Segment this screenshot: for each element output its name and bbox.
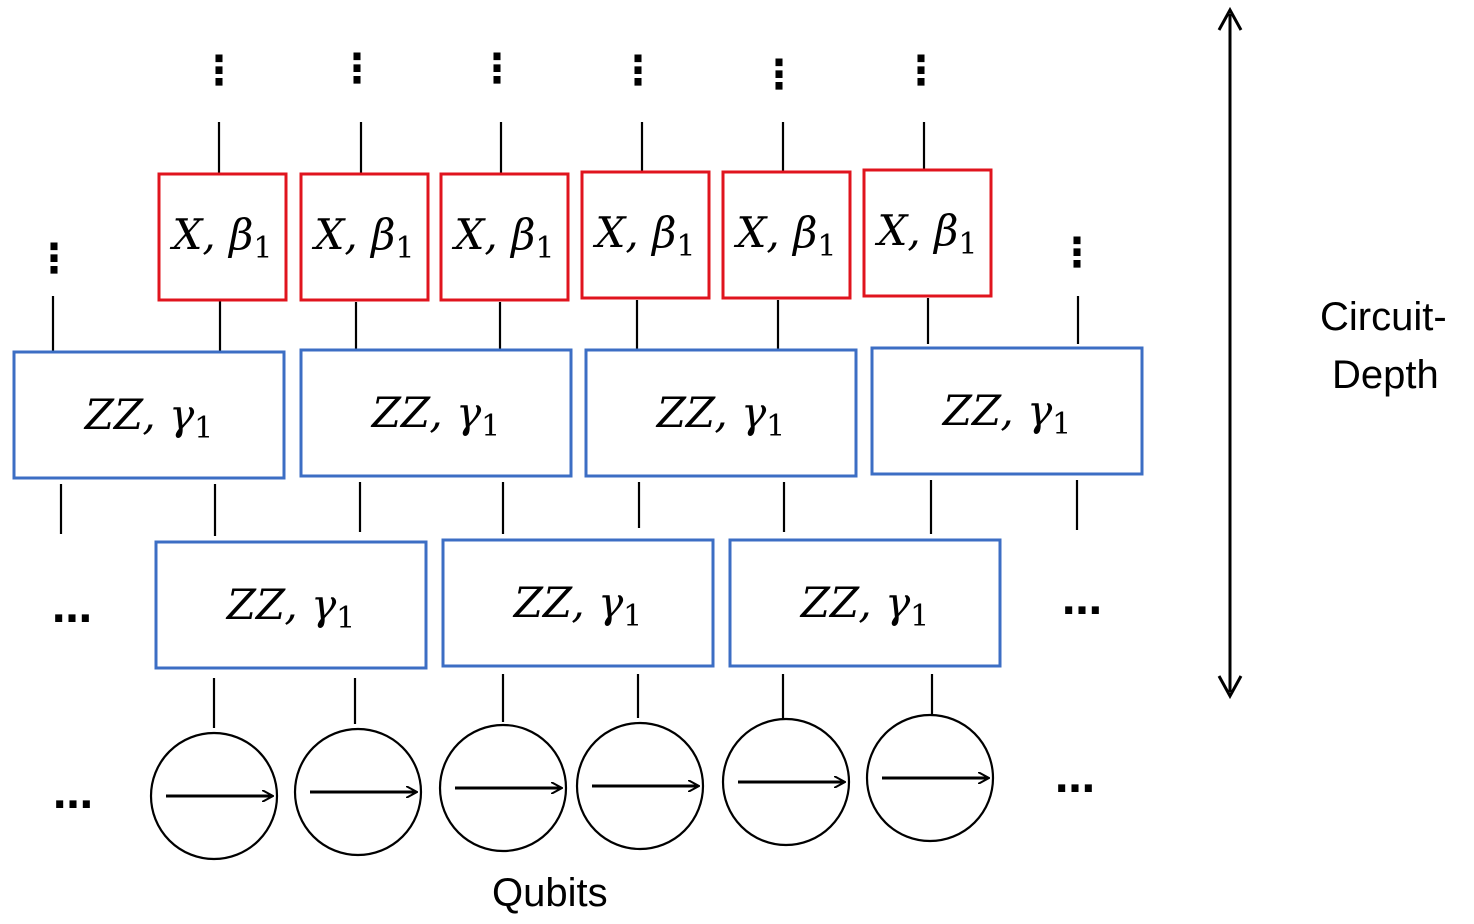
mixer-gate	[299, 172, 430, 302]
mixer-gate	[157, 172, 288, 302]
cost-gate-bottom	[441, 538, 715, 668]
cost-gate-top	[12, 350, 286, 480]
cost-gate-top	[584, 348, 858, 478]
mixer-gate-label: X, β1	[452, 210, 555, 266]
horizontal-ellipsis-qubits-right: …	[1055, 756, 1095, 802]
cost-gate-top-label: ZZ, γ1	[941, 386, 1072, 442]
mixer-gate	[580, 170, 711, 300]
depth-arrow-bottom-head	[1217, 675, 1243, 700]
cost-gate-top	[299, 348, 573, 478]
depth-label-line1: Circuit-	[1320, 295, 1447, 339]
vertical-ellipsis-right: ⋮	[1057, 230, 1097, 276]
vertical-ellipsis-top: ⋮	[199, 48, 239, 94]
cost-gate-bottom-label: ZZ, γ1	[799, 578, 930, 634]
mixer-layer: X, β1 X, β1 X, β1 X, β1 X, β1 X, β1	[157, 168, 993, 302]
qubits-label: Qubits	[492, 871, 608, 915]
vertical-ellipsis-top: ⋮	[477, 46, 517, 92]
horizontal-ellipsis-right: …	[1062, 578, 1102, 624]
cost-gate-bottom-label: ZZ, γ1	[512, 578, 643, 634]
mixer-gate-label: X, β1	[170, 210, 273, 266]
cost-gate-top	[870, 346, 1144, 476]
mixer-gate	[721, 170, 852, 300]
wire-lines	[51, 122, 1080, 728]
cost-gate-top-label: ZZ, γ1	[83, 390, 214, 446]
depth-label-line2: Depth	[1332, 353, 1439, 397]
cost-gate-top-label: ZZ, γ1	[655, 388, 786, 444]
qubit-row	[149, 713, 995, 861]
vertical-ellipsis-top: ⋮	[618, 48, 658, 94]
depth-arrow-top-head	[1217, 6, 1243, 31]
cost-gate-bottom	[728, 538, 1002, 668]
vertical-ellipsis-left: ⋮	[34, 236, 74, 282]
vertical-ellipsis-top: ⋮	[901, 48, 941, 94]
circuit-depth-axis: Circuit- Depth	[1217, 6, 1447, 700]
vertical-ellipsis-top: ⋮	[337, 46, 377, 92]
cost-gate-bottom-label: ZZ, γ1	[225, 580, 356, 636]
mixer-gate-label: X, β1	[312, 210, 415, 266]
cost-gate-bottom	[154, 540, 428, 670]
vertical-ellipsis-top: ⋮	[759, 52, 799, 98]
mixer-gate	[862, 168, 993, 298]
mixer-gate-label: X, β1	[734, 208, 837, 264]
mixer-gate-label: X, β1	[593, 208, 696, 264]
cost-layer-bottom: ZZ, γ1 ZZ, γ1 ZZ, γ1	[154, 538, 1002, 670]
cost-gate-top-label: ZZ, γ1	[370, 388, 501, 444]
horizontal-ellipsis-left: …	[52, 586, 92, 632]
mixer-gate	[439, 172, 570, 302]
horizontal-ellipsis-qubits-left: …	[53, 772, 93, 818]
ellipsis-marks: ⋮ ⋮ ⋮ ⋮ ⋮ ⋮ ⋮ ⋮ … … … …	[34, 46, 1102, 818]
cost-layer-top: ZZ, γ1 ZZ, γ1 ZZ, γ1 ZZ, γ1	[12, 346, 1144, 480]
mixer-gate-label: X, β1	[875, 206, 978, 262]
